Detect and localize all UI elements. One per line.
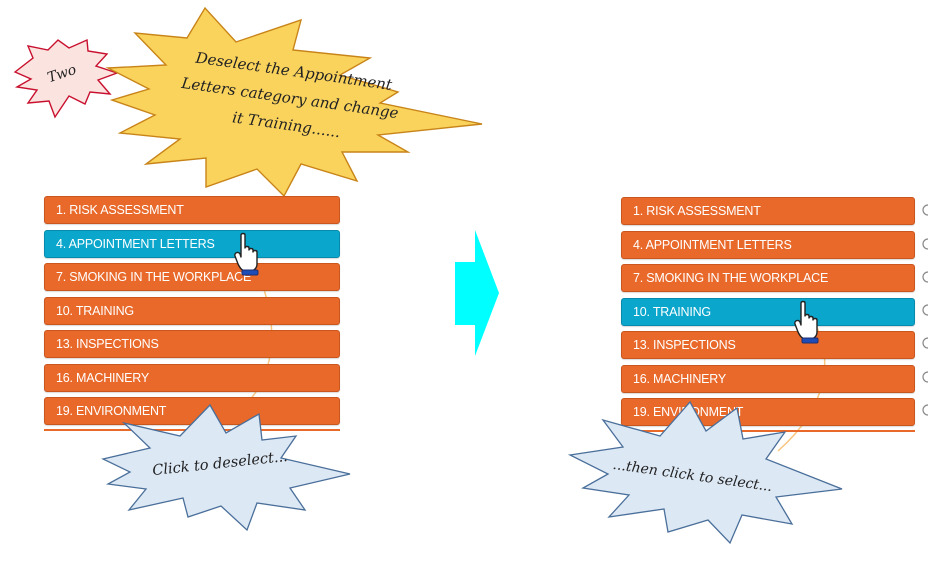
category-button[interactable]: 10. TRAINING xyxy=(621,297,915,326)
category-button[interactable]: 19. ENVIRONMENT xyxy=(621,398,915,426)
category-button[interactable]: 10. TRAINING xyxy=(44,296,340,325)
category-button[interactable]: 4. APPOINTMENT LETTERS xyxy=(44,229,340,258)
category-list-before: 1. RISK ASSESSMENT 4. APPOINTMENT LETTERS… xyxy=(44,196,340,431)
instruction-burst xyxy=(105,6,483,198)
category-button[interactable]: 13. INSPECTIONS xyxy=(44,330,340,358)
category-button[interactable]: 1. RISK ASSESSMENT xyxy=(44,196,340,224)
category-button[interactable]: 7. SMOKING IN THE WORKPLACE xyxy=(44,263,340,291)
hand-pointer-icon xyxy=(234,232,259,276)
category-button[interactable]: 1. RISK ASSESSMENT xyxy=(621,197,915,225)
category-list-after: 1. RISK ASSESSMENT 4. APPOINTMENT LETTERS… xyxy=(621,197,915,432)
list-cut-edge xyxy=(621,430,915,436)
category-button[interactable]: 13. INSPECTIONS xyxy=(621,331,915,359)
category-button[interactable]: 16. MACHINERY xyxy=(44,363,340,392)
step-burst xyxy=(13,38,120,119)
category-button[interactable]: 16. MACHINERY xyxy=(621,364,915,393)
action-burst-right xyxy=(567,400,843,545)
category-button[interactable]: 7. SMOKING IN THE WORKPLACE xyxy=(621,264,915,292)
right-arrow-icon xyxy=(455,230,499,356)
hand-pointer-icon xyxy=(794,300,819,344)
category-button[interactable]: 4. APPOINTMENT LETTERS xyxy=(621,230,915,259)
action-burst-left xyxy=(101,403,351,532)
